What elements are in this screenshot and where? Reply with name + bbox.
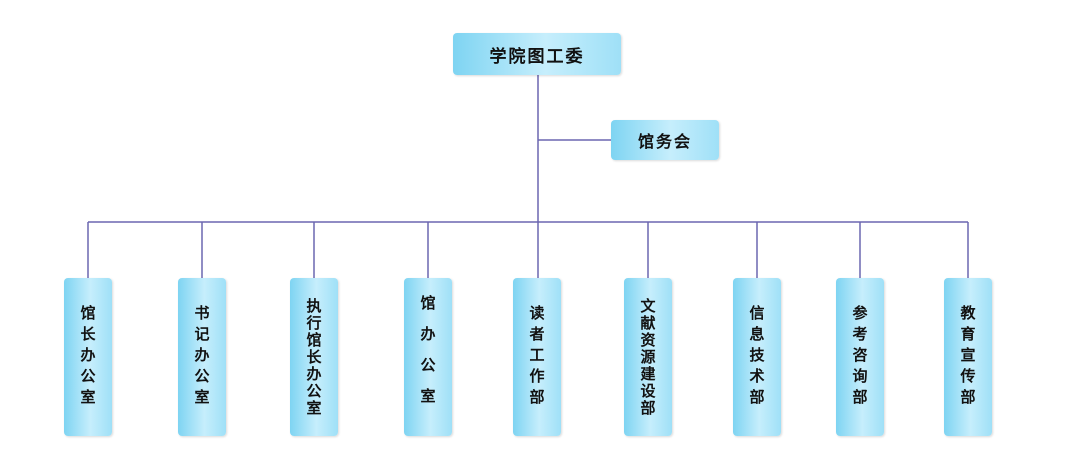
top-node-label: 学院图工委: [489, 46, 585, 67]
department-label: 教育宣传部: [958, 304, 977, 410]
department-label: 文献资源建设部: [638, 297, 657, 417]
department-box: 参考咨询部: [836, 278, 884, 436]
council-node-label: 馆务会: [637, 132, 692, 151]
department-box: 教育宣传部: [944, 278, 992, 436]
top-node-box: 学院图工委: [453, 33, 621, 75]
department-box: 文献资源建设部: [624, 278, 672, 436]
department-box: 馆长办公室: [64, 278, 112, 436]
department-label: 馆长办公室: [78, 304, 97, 410]
department-box: 信息技术部: [733, 278, 781, 436]
department-label: 馆办公室: [418, 295, 437, 419]
department-label: 信息技术部: [747, 304, 766, 410]
department-label: 读者工作部: [527, 304, 546, 410]
council-node-box: 馆务会: [611, 120, 719, 160]
department-box: 执行馆长办公室: [290, 278, 338, 436]
department-label: 参考咨询部: [850, 304, 869, 410]
department-label: 执行馆长办公室: [304, 297, 323, 417]
department-box: 书记办公室: [178, 278, 226, 436]
department-box: 读者工作部: [513, 278, 561, 436]
department-box: 馆办公室: [404, 278, 452, 436]
department-label: 书记办公室: [192, 304, 211, 410]
